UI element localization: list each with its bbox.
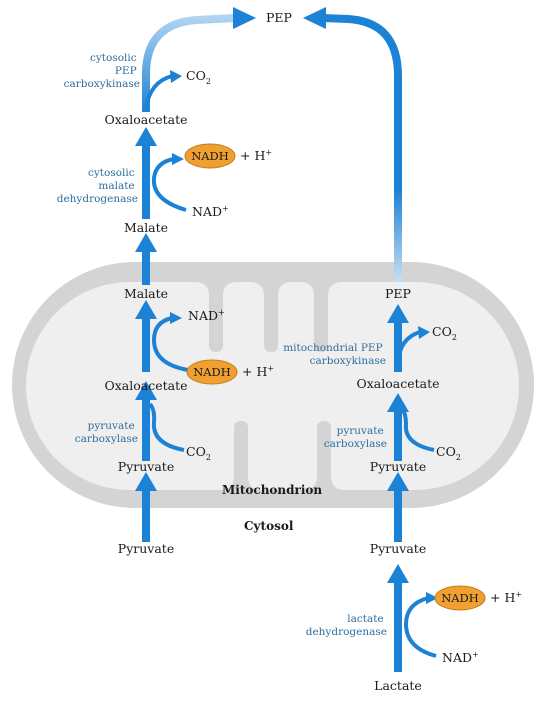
co2-cytosol-label: CO2: [186, 68, 211, 86]
lactate-label: Lactate: [374, 678, 422, 693]
co2-left-carboxylase-label: CO2: [186, 444, 211, 462]
nad-plus-mito-label: NAD+: [188, 308, 225, 323]
pyruvate-cytosol-right-label: Pyruvate: [370, 541, 426, 556]
cytosol-label: Cytosol: [244, 519, 294, 533]
enzyme-lactate-dehydrogenase: lactate dehydrogenase: [306, 613, 387, 638]
malate-mito-label: Malate: [124, 286, 168, 301]
left-pathway-arrows: [135, 7, 256, 542]
oxaloacetate-mito-right-label: Oxaloacetate: [356, 376, 439, 391]
nadh-ldh-label: NADH: [441, 591, 479, 605]
oxaloacetate-mito-left-label: Oxaloacetate: [104, 378, 187, 393]
nadh-mito-badge: NADH: [186, 359, 238, 385]
enzyme-pyruvate-carboxylase-right: pyruvate carboxylase: [324, 425, 387, 450]
malate-cytosol-label: Malate: [124, 220, 168, 235]
left-side-heads: [170, 70, 184, 324]
pyruvate-mito-left-label: Pyruvate: [118, 459, 174, 474]
pyruvate-mito-right-label: Pyruvate: [370, 459, 426, 474]
oxaloacetate-cytosol-label: Oxaloacetate: [104, 112, 187, 127]
pep-mito-label: PEP: [385, 286, 411, 301]
nadh-cytosol-label: NADH: [191, 149, 229, 163]
nad-plus-cytosol-label: NAD+: [192, 204, 229, 219]
mitochondrion: [12, 262, 534, 508]
enzyme-cytosolic-mdh: cytosolic malate dehydrogenase: [57, 167, 138, 205]
pyruvate-cytosol-left-label: Pyruvate: [118, 541, 174, 556]
co2-mito-pepck-label: CO2: [432, 324, 457, 342]
h-plus-cytosol-label: + H+: [240, 148, 272, 163]
nad-plus-ldh-label: NAD+: [442, 650, 479, 665]
nadh-mito-label: NADH: [193, 365, 231, 379]
mitochondrion-label: Mitochondrion: [222, 483, 322, 497]
pep-cytosol-label: PEP: [266, 10, 292, 25]
nadh-cytosol-badge: NADH: [184, 143, 236, 169]
enzyme-mitochondrial-pepck: mitochondrial PEP carboxykinase: [283, 342, 386, 367]
left-side-branches: [144, 74, 189, 452]
co2-right-carboxylase-label: CO2: [436, 444, 461, 462]
h-plus-mito-label: + H+: [242, 364, 274, 379]
nadh-ldh-badge: NADH: [434, 585, 486, 611]
right-side-branches: [396, 330, 437, 658]
right-side-heads: [418, 326, 438, 604]
enzyme-cytosolic-pepck: cytosolic PEP carboxykinase: [64, 52, 140, 90]
h-plus-ldh-label: + H+: [490, 590, 522, 605]
enzyme-pyruvate-carboxylase-left: pyruvate carboxylase: [75, 420, 138, 445]
